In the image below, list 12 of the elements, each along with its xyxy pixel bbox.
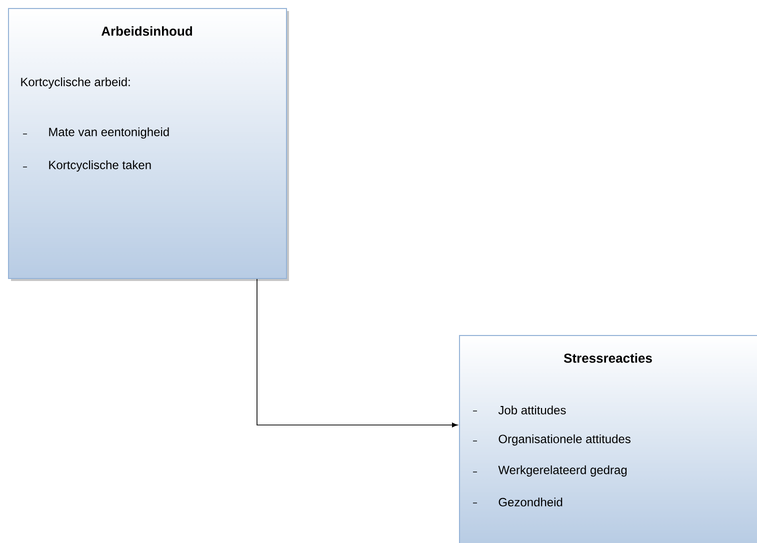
text-box <box>8 8 289 281</box>
intro-text: Kortcyclische arbeid: <box>21 77 130 89</box>
list-item: Gezondheid <box>472 498 562 506</box>
box-heading: Arbeidsinhoud <box>101 26 192 36</box>
list-item: Kortcyclische taken <box>22 160 151 172</box>
text-box <box>459 335 757 543</box>
list-item: Werkgerelateerd gedrag <box>472 465 627 477</box>
box-heading: Stressreacties <box>564 353 652 363</box>
arrow <box>256 278 458 428</box>
list-item: Mate van eentonigheid <box>22 127 169 139</box>
list-item: Organisationele attitudes <box>472 434 630 446</box>
list-item: Job attitudes <box>472 406 566 414</box>
